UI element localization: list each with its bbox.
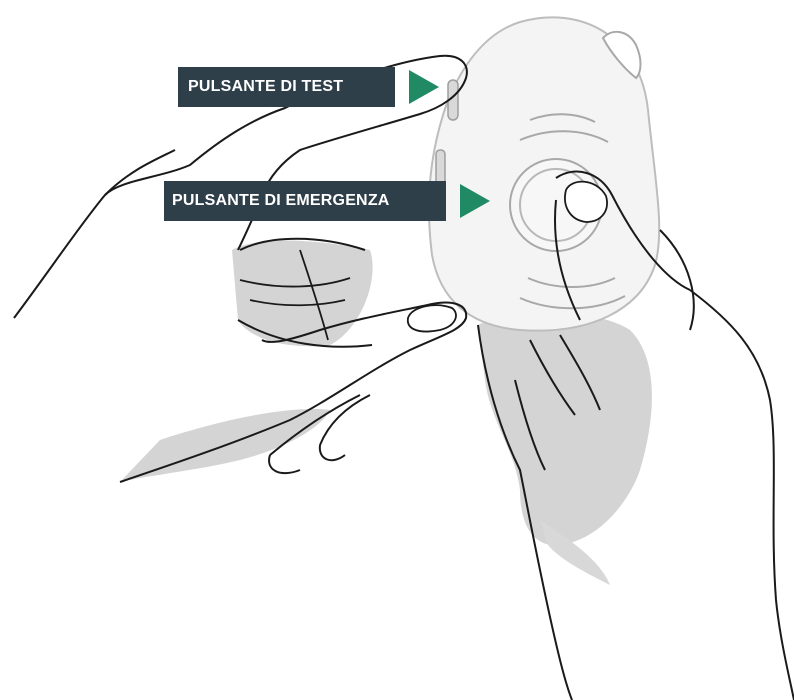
emergency-button-label: PULSANTE DI EMERGENZA — [164, 181, 446, 221]
palm-shadow — [478, 312, 652, 545]
test-button-label: PULSANTE DI TEST — [178, 67, 395, 107]
left-hand-nail — [408, 305, 456, 331]
test-button-callout: PULSANTE DI TEST — [178, 67, 439, 107]
arrow-right-icon — [460, 184, 490, 218]
emergency-button-callout: PULSANTE DI EMERGENZA — [164, 181, 490, 221]
arrow-right-icon — [409, 70, 439, 104]
